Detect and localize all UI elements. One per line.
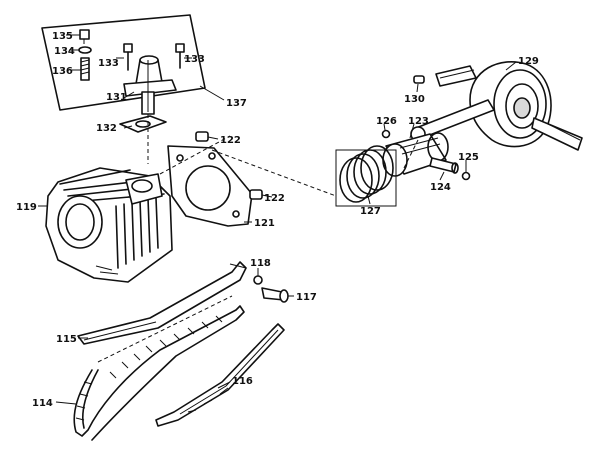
callout-133-left: 133: [98, 58, 119, 69]
part-133-screw-right: [175, 43, 185, 69]
callout-134: 134: [54, 46, 75, 57]
callout-132: 132: [96, 123, 117, 134]
part-125-piston-pin-clip: [461, 171, 471, 181]
callout-137: 137: [226, 98, 247, 109]
part-129-crankshaft: [410, 60, 583, 151]
part-114-cam-chain: [73, 305, 245, 441]
part-132-tensioner-gasket: [119, 115, 167, 133]
part-121-cylinder-base-gasket: [167, 145, 253, 227]
part-135-bolt: [79, 29, 90, 44]
callout-122-bottom: 122: [264, 193, 285, 204]
callout-115: 115: [56, 334, 77, 345]
callout-121: 121: [254, 218, 275, 229]
part-117-guide-bolt: [261, 287, 289, 303]
assembly-guide-lines: [97, 114, 419, 363]
part-134-washer: [78, 46, 92, 54]
part-131-tensioner-body: [123, 55, 177, 115]
callout-136: 136: [52, 66, 73, 77]
part-136-bolt: [80, 57, 90, 81]
callout-leader-lines: [38, 34, 517, 405]
part-130-woodruff-key: [413, 75, 425, 84]
callout-114: 114: [32, 398, 53, 409]
part-122-dowel-pin-top: [195, 131, 209, 142]
callout-125: 125: [458, 152, 479, 163]
callout-116: 116: [232, 376, 253, 387]
callout-126: 126: [376, 116, 397, 127]
part-127-piston-ring-set: [335, 145, 397, 207]
callout-129: 129: [518, 56, 539, 67]
part-124-piston-pin: [429, 157, 459, 174]
part-133-screw-left: [123, 43, 133, 71]
callout-133-right: 133: [184, 54, 205, 65]
callout-123: 123: [408, 116, 429, 127]
part-118-washer: [253, 275, 263, 285]
callout-135: 135: [52, 31, 73, 42]
callout-122-top: 122: [220, 135, 241, 146]
callout-131: 131: [106, 92, 127, 103]
callout-117: 117: [296, 292, 317, 303]
tensioner-group-frame: [41, 14, 206, 111]
callout-124: 124: [430, 182, 451, 193]
callout-labels: 135 134 136 133 133 131 137 132 122 122 …: [16, 31, 539, 409]
part-126-piston-pin-clip: [381, 129, 391, 139]
callout-118: 118: [250, 258, 271, 269]
part-122-dowel-pin-bottom: [249, 189, 263, 200]
part-115-chain-tensioner-slider: [77, 261, 247, 345]
part-116-chain-guide-rail: [155, 323, 285, 427]
callout-119: 119: [16, 202, 37, 213]
callout-130: 130: [404, 94, 425, 105]
part-119-cylinder-block: [45, 167, 173, 283]
callout-127: 127: [360, 206, 381, 217]
